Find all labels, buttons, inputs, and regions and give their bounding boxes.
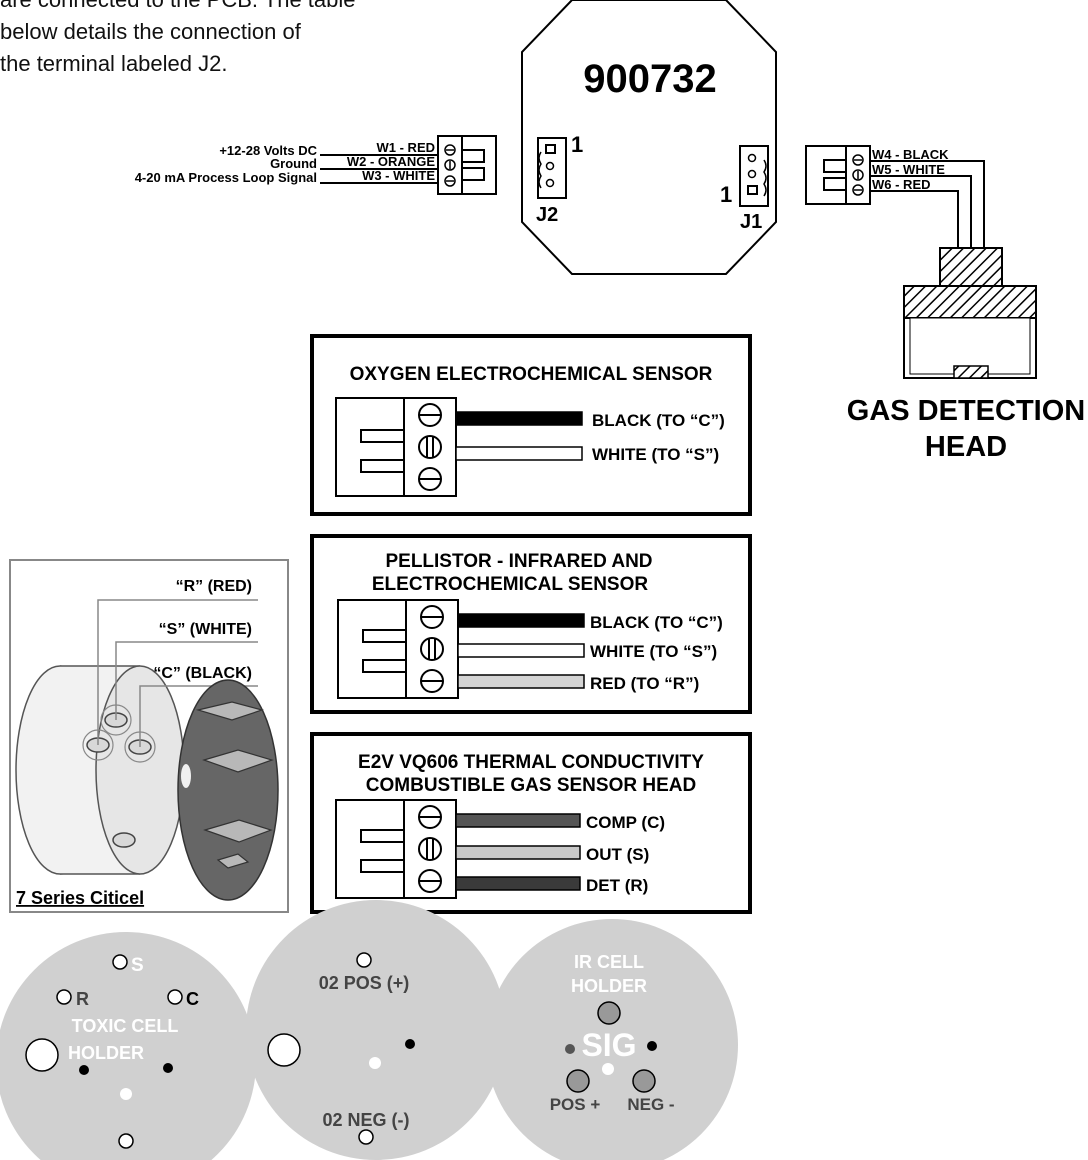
e2v-sensor-box: E2V VQ606 THERMAL CONDUCTIVITY COMBUSTIB… [310, 732, 752, 914]
pellistor-wire-1: BLACK (TO “C”) [590, 613, 723, 632]
gas-head-title-1: GAS DETECTION [847, 395, 1085, 427]
head-wiring: W4 - BLACK W5 - WHITE W6 - RED [805, 145, 985, 248]
ir-neg-label: NEG - [627, 1095, 674, 1114]
power-signal-2: Ground [270, 156, 317, 171]
ir-holder-title-2: HOLDER [571, 976, 647, 996]
toxic-r-label: R [76, 989, 89, 1009]
oxygen-wire-1: BLACK (TO “C”) [592, 411, 725, 430]
toxic-cell-holder: S R C TOXIC CELL HOLDER [0, 932, 256, 1160]
power-signal-1: +12-28 Volts DC [219, 143, 317, 158]
e2v-wire-1: COMP (C) [586, 813, 665, 832]
gas-detection-head: GAS DETECTION HEAD [847, 247, 1085, 463]
pellistor-title-1: PELLISTOR - INFRARED AND [385, 551, 652, 572]
head-wire-2: W5 - WHITE [872, 162, 945, 177]
citicel-label-s: “S” (WHITE) [159, 621, 252, 638]
toxic-holder-title-2: HOLDER [68, 1043, 144, 1063]
citicel-panel: “R” (RED) “S” (WHITE) “C” (BLACK) 7 Seri… [9, 559, 289, 913]
oxygen-wire-2: WHITE (TO “S”) [592, 445, 719, 464]
intro-text: are connected to the PCB. The table belo… [0, 0, 460, 80]
e2v-title-2: COMBUSTIBLE GAS SENSOR HEAD [366, 775, 696, 796]
gas-head-title-2: HEAD [925, 431, 1007, 463]
j1-connector: 1 J1 [720, 145, 769, 233]
intro-line-3: the terminal labeled J2. [0, 51, 228, 76]
ir-sig-label: SIG [581, 1027, 636, 1063]
part-number: 900732 [583, 57, 716, 101]
e2v-title-1: E2V VQ606 THERMAL CONDUCTIVITY [358, 752, 704, 773]
citicel-caption: 7 Series Citicel [16, 888, 144, 908]
head-wire-3: W6 - RED [872, 177, 931, 192]
pellistor-sensor-box: PELLISTOR - INFRARED AND ELECTROCHEMICAL… [310, 534, 752, 714]
oxygen-sensor-box: OXYGEN ELECTROCHEMICAL SENSOR BLACK (TO … [310, 334, 752, 516]
e2v-wire-2: OUT (S) [586, 845, 649, 864]
pellistor-wire-3: RED (TO “R”) [590, 674, 699, 693]
power-wire-3: W3 - WHITE [362, 168, 435, 183]
o2-pos-label: 02 POS (+) [319, 973, 410, 993]
toxic-c-label: C [186, 989, 199, 1009]
power-wire-1: W1 - RED [377, 140, 436, 155]
power-signal-3: 4-20 mA Process Loop Signal [135, 170, 317, 185]
power-wire-2: W2 - ORANGE [347, 154, 435, 169]
ir-cell-holder: IR CELL HOLDER SIG POS + NEG - [486, 919, 738, 1160]
citicel-label-r: “R” (RED) [176, 578, 252, 595]
j1-pin1: 1 [720, 182, 732, 207]
j1-label: J1 [740, 211, 762, 233]
e2v-wire-3: DET (R) [586, 876, 648, 895]
citicel-label-c: “C” (BLACK) [153, 665, 252, 682]
toxic-holder-title-1: TOXIC CELL [72, 1016, 179, 1036]
o2-cell-holder: 02 POS (+) 02 NEG (-) [246, 900, 506, 1160]
pellistor-wire-2: WHITE (TO “S”) [590, 642, 717, 661]
head-wire-1: W4 - BLACK [872, 147, 949, 162]
j2-label: J2 [536, 204, 558, 226]
o2-neg-label: 02 NEG (-) [322, 1110, 409, 1130]
ir-pos-label: POS + [550, 1095, 601, 1114]
ir-holder-title-1: IR CELL [574, 952, 644, 972]
power-wiring: +12-28 Volts DC Ground 4-20 mA Process L… [135, 135, 497, 195]
controller-board: 900732 1 J2 1 J1 [521, 0, 777, 275]
oxygen-title: OXYGEN ELECTROCHEMICAL SENSOR [350, 364, 713, 385]
toxic-s-label: S [131, 955, 144, 976]
j2-pin1: 1 [571, 132, 583, 157]
intro-line-2: below details the connection of [0, 19, 301, 44]
intro-line-1: are connected to the PCB. The table [0, 0, 460, 16]
pellistor-title-2: ELECTROCHEMICAL SENSOR [372, 574, 649, 595]
j2-connector: 1 J2 [536, 132, 583, 226]
